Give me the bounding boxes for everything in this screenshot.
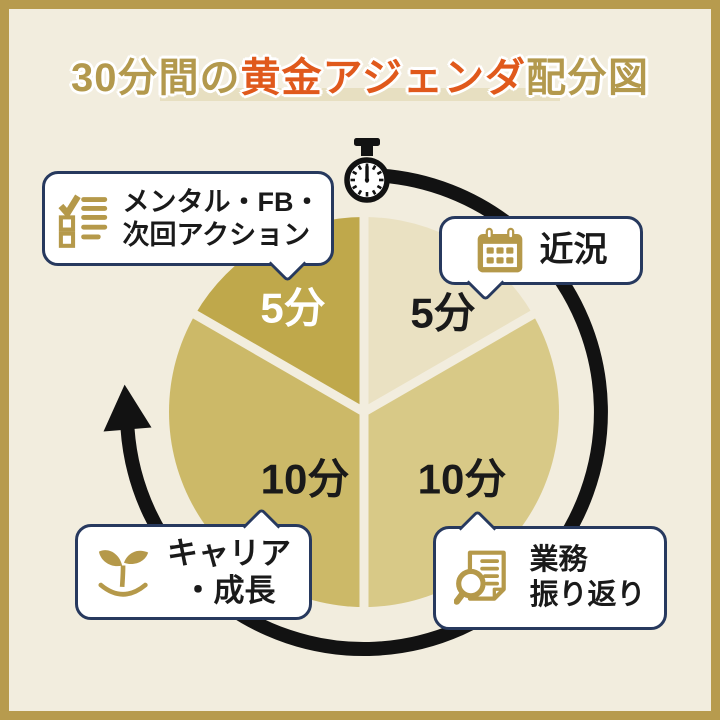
callout-career-text: キャリア ・成長: [167, 535, 291, 608]
title-part-prefix: 30分間の: [71, 56, 241, 100]
callout-mental-fb-next-action: メンタル・FB・ 次回アクション: [42, 171, 334, 283]
title-part-suffix: 配分図: [525, 56, 649, 100]
callout-recent-text: 近況: [539, 231, 608, 270]
page-title: 30分間の黄金アジェンダ配分図: [9, 45, 711, 103]
pie-value-career: 10分: [260, 455, 350, 503]
checklist-icon: [57, 194, 107, 248]
pie-value-review: 10分: [417, 455, 507, 503]
pie-value-recent: 5分: [410, 289, 476, 337]
title-part-highlight: 黄金アジェンダ: [240, 56, 526, 100]
callout-recent-status: 近況: [439, 216, 643, 302]
callout-career-growth: キャリア ・成長: [75, 507, 312, 620]
sprout-icon: [98, 550, 149, 597]
pie-value-mental: 5分: [260, 284, 326, 332]
callout-review-text: 業務 振り返り: [529, 544, 646, 611]
callout-mental-text: メンタル・FB・ 次回アクション: [122, 187, 321, 250]
title-shadow-bar: [160, 88, 560, 101]
callout-work-review: 業務 振り返り: [433, 509, 667, 630]
calendar-icon: [477, 227, 522, 272]
document-search-icon: [454, 550, 507, 605]
